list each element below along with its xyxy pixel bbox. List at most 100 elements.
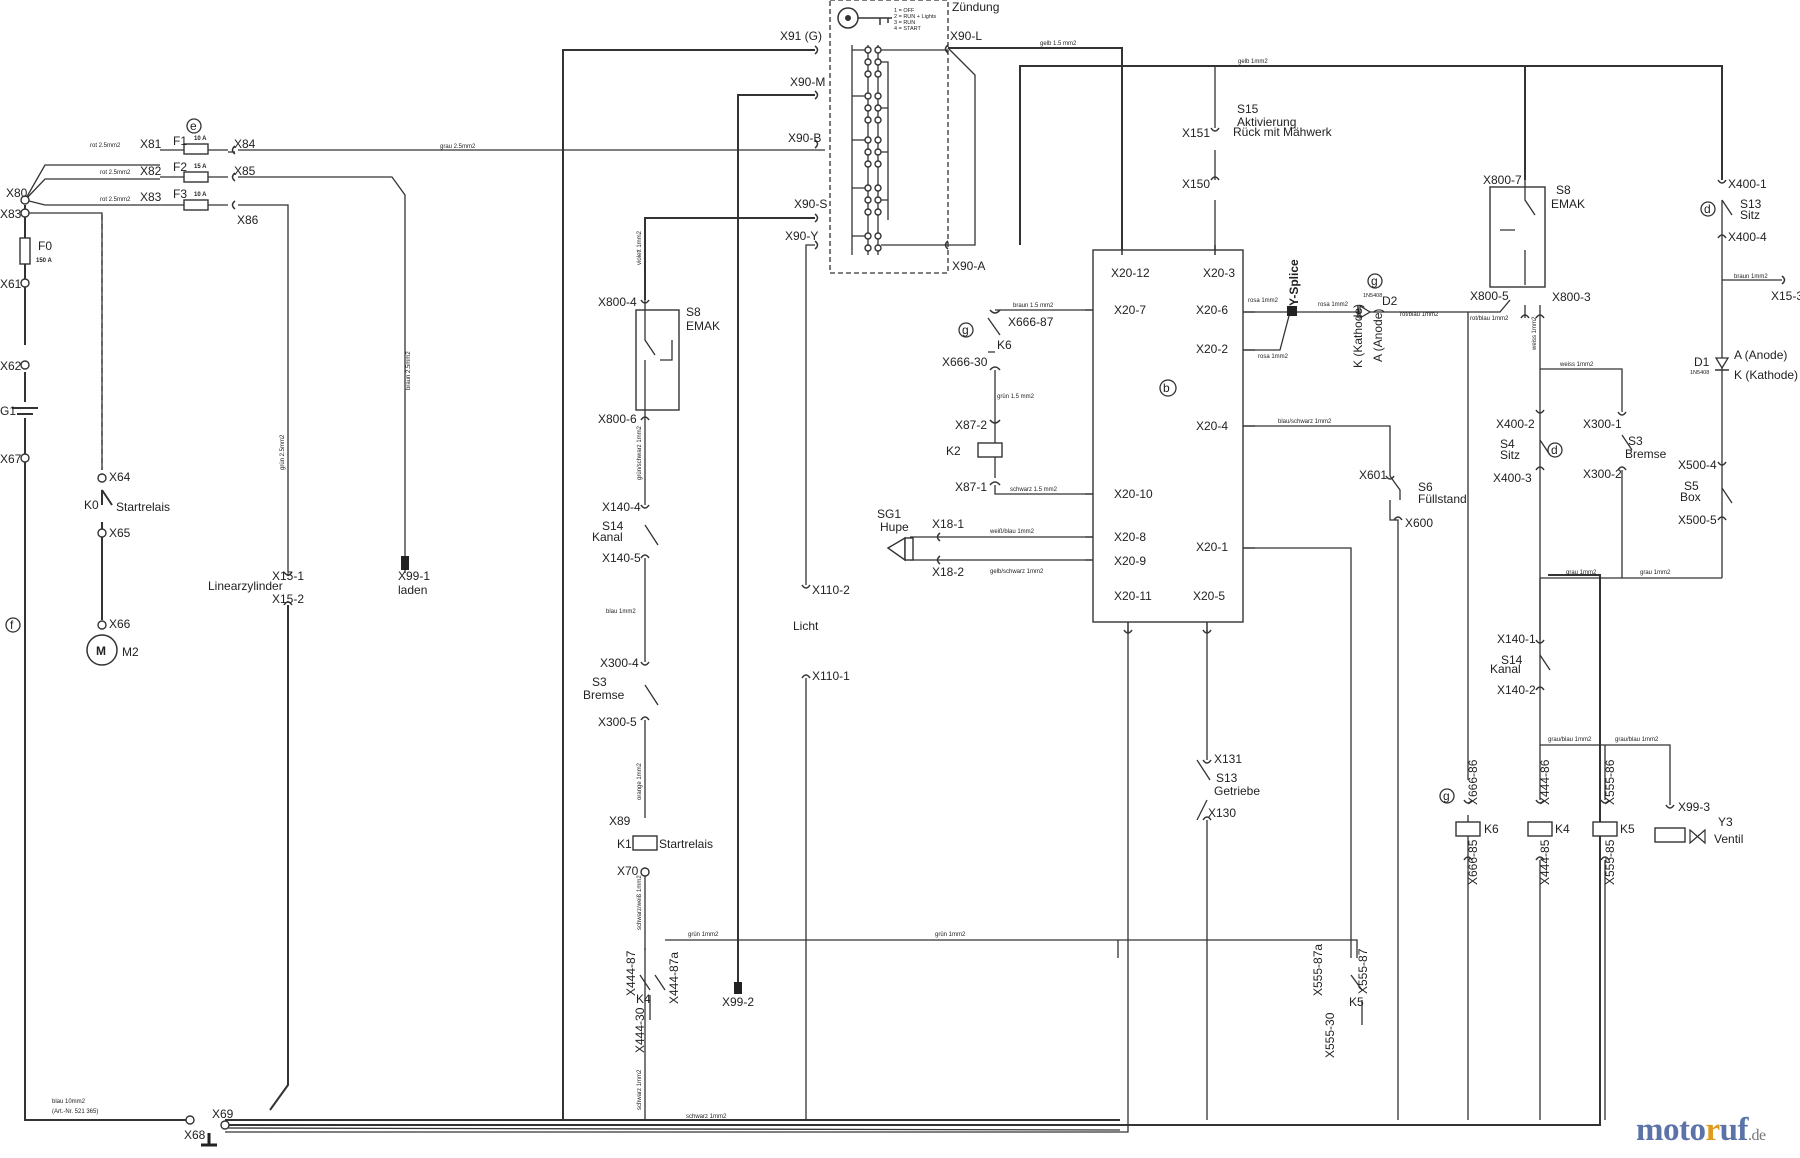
svg-text:laden: laden [398, 583, 427, 597]
svg-text:Startrelais: Startrelais [659, 837, 713, 851]
svg-text:rosa 1mm2: rosa 1mm2 [1248, 298, 1279, 304]
svg-text:X601: X601 [1359, 468, 1387, 482]
svg-text:Startrelais: Startrelais [116, 500, 170, 514]
ecu-label: b [1163, 381, 1170, 395]
svg-text:F2: F2 [173, 160, 187, 174]
label-zuendung: Zündung [952, 0, 999, 14]
svg-text:grün 2.5mm2: grün 2.5mm2 [280, 434, 286, 470]
svg-text:gelb 1.5 mm2: gelb 1.5 mm2 [1040, 41, 1077, 47]
svg-text:Bremse: Bremse [583, 688, 625, 702]
fuse-f0 [19, 237, 31, 265]
svg-text:K1: K1 [617, 837, 632, 851]
svg-text:rosa 1mm2: rosa 1mm2 [1258, 354, 1289, 360]
svg-text:X90-L: X90-L [950, 29, 982, 43]
svg-text:weiss 1mm2: weiss 1mm2 [1532, 316, 1538, 351]
svg-text:1N5408: 1N5408 [1690, 370, 1709, 376]
svg-text:A (Anode): A (Anode) [1371, 309, 1385, 362]
svg-text:Füllstand: Füllstand [1418, 492, 1467, 506]
svg-text:S6: S6 [1418, 480, 1433, 494]
svg-text:X90-Y: X90-Y [785, 229, 818, 243]
svg-text:X83: X83 [140, 190, 162, 204]
svg-text:X20-8: X20-8 [1114, 530, 1146, 544]
reference-markers: e g g g d d f [5, 118, 1716, 804]
svg-text:Y-Splice: Y-Splice [1287, 259, 1301, 306]
svg-text:(Art.-Nr. 521 365): (Art.-Nr. 521 365) [52, 1109, 98, 1115]
svg-text:grün 1mm2: grün 1mm2 [688, 932, 719, 938]
svg-text:X62: X62 [0, 359, 22, 373]
emak-s8-right-contacts [1500, 180, 1536, 285]
svg-text:S3: S3 [592, 675, 607, 689]
svg-text:X555-86: X555-86 [1603, 759, 1617, 805]
relay-k4-contacts [639, 974, 666, 1020]
marker-d-s13: d [1704, 202, 1711, 216]
svg-text:gelb 1mm2: gelb 1mm2 [1238, 59, 1268, 65]
svg-text:schwarz 1mm2: schwarz 1mm2 [637, 1069, 643, 1110]
svg-text:X555-85: X555-85 [1603, 839, 1617, 885]
svg-text:schwarz/weiß 1mm2: schwarz/weiß 1mm2 [637, 875, 643, 930]
relay-k2 [977, 442, 1003, 458]
svg-text:Getriebe: Getriebe [1214, 784, 1260, 798]
terminal-x67 [20, 453, 30, 463]
svg-text:rot 2.5mm2: rot 2.5mm2 [100, 170, 131, 176]
svg-text:Kanal: Kanal [592, 530, 623, 544]
switch-s6 [1389, 475, 1401, 500]
svg-text:X84: X84 [234, 137, 256, 151]
diode-d1-icon [1714, 357, 1730, 371]
svg-text:X400-3: X400-3 [1493, 471, 1532, 485]
svg-text:grün 1mm2: grün 1mm2 [935, 932, 966, 938]
svg-text:X300-1: X300-1 [1583, 417, 1622, 431]
svg-text:X68: X68 [184, 1128, 206, 1142]
svg-text:X66: X66 [109, 617, 131, 631]
svg-text:K6: K6 [997, 338, 1012, 352]
svg-text:X80: X80 [6, 186, 28, 200]
svg-text:X67: X67 [0, 452, 22, 466]
svg-text:X90-M: X90-M [790, 75, 825, 89]
svg-text:1N5408: 1N5408 [1363, 293, 1382, 299]
svg-text:Bremse: Bremse [1625, 447, 1667, 461]
svg-text:S4: S4 [1500, 437, 1515, 451]
svg-text:X99-3: X99-3 [1678, 800, 1710, 814]
svg-text:grau 1mm2: grau 1mm2 [1566, 570, 1597, 576]
svg-text:Ventil: Ventil [1714, 832, 1743, 846]
svg-text:X666-30: X666-30 [942, 355, 988, 369]
svg-text:X110-2: X110-2 [812, 583, 850, 597]
connector-plugs [231, 44, 1786, 861]
diode-d2-icon [1357, 304, 1372, 320]
terminal-x80 [20, 195, 30, 205]
svg-text:X87-1: X87-1 [955, 480, 987, 494]
terminal-x61 [20, 278, 30, 288]
svg-text:X400-2: X400-2 [1496, 417, 1535, 431]
motor-m2-icon: M [86, 634, 118, 666]
svg-text:S13: S13 [1740, 197, 1762, 211]
svg-text:X800-5: X800-5 [1470, 289, 1509, 303]
svg-text:rot/blau 1mm2: rot/blau 1mm2 [1470, 316, 1509, 322]
relay-k4 [1527, 821, 1553, 837]
svg-text:X666-85: X666-85 [1466, 839, 1480, 885]
svg-text:K5: K5 [1620, 822, 1635, 836]
svg-text:X65: X65 [109, 526, 131, 540]
svg-text:Y3: Y3 [1718, 815, 1733, 829]
svg-text:braun 1mm2: braun 1mm2 [1734, 274, 1768, 280]
svg-text:schwarz 1.5 mm2: schwarz 1.5 mm2 [1010, 487, 1058, 493]
svg-text:X151: X151 [1182, 126, 1210, 140]
svg-text:X20-2: X20-2 [1196, 342, 1228, 356]
relay-k6 [1455, 821, 1481, 837]
svg-text:X15-1: X15-1 [272, 569, 304, 583]
svg-text:braun 2.5mm2: braun 2.5mm2 [406, 351, 412, 390]
svg-text:X666-86: X666-86 [1466, 759, 1480, 805]
svg-text:X600: X600 [1405, 516, 1433, 530]
valve-y3-icon [1654, 827, 1706, 845]
svg-text:X90-S: X90-S [794, 197, 827, 211]
svg-text:braun 1.5 mm2: braun 1.5 mm2 [1013, 303, 1054, 309]
svg-text:rosa 1mm2: rosa 1mm2 [1318, 302, 1349, 308]
ignition-switch-box [829, 0, 949, 274]
svg-text:X555-87a: X555-87a [1311, 944, 1325, 996]
svg-text:rot 2.5mm2: rot 2.5mm2 [100, 197, 131, 203]
svg-text:150 A: 150 A [36, 258, 52, 264]
plug-x99-2 [734, 982, 742, 994]
svg-text:grau 2.5mm2: grau 2.5mm2 [440, 144, 476, 150]
svg-text:X20-10: X20-10 [1114, 487, 1153, 501]
svg-text:K2: K2 [946, 444, 961, 458]
